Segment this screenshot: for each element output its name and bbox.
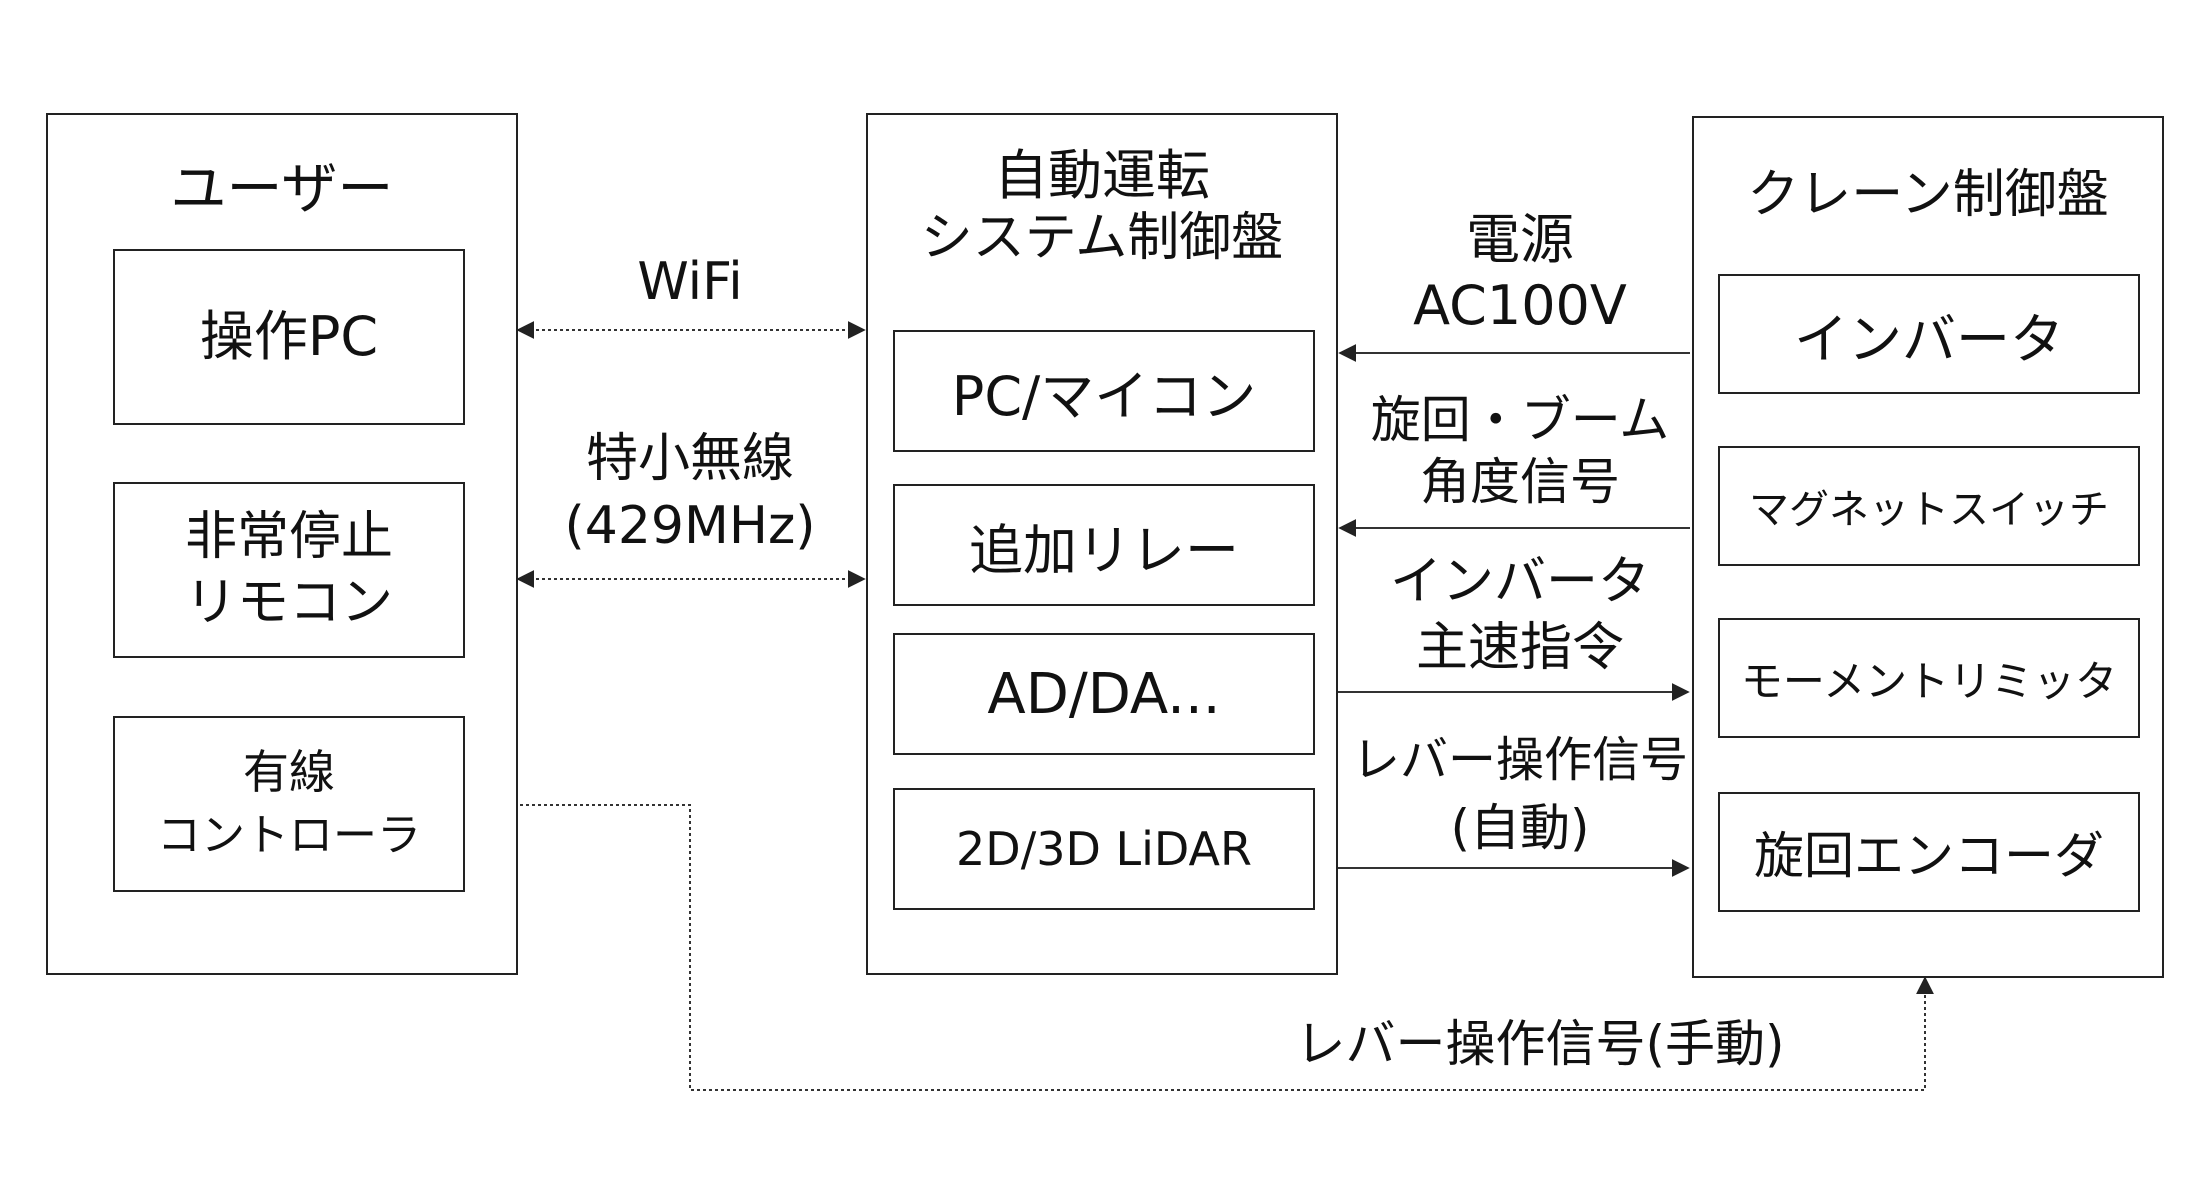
magnet-switch-box: マグネットスイッチ: [1718, 446, 2140, 566]
auto-panel-title-line2: システム制御盤: [920, 208, 1284, 268]
inverter-label: インバータ: [1794, 307, 2064, 371]
angle-signal-label-line2: 角度信号: [1420, 453, 1620, 511]
pc-microcontroller-label: PC/マイコン: [951, 364, 1257, 428]
lidar-label: 2D/3D LiDAR: [956, 822, 1252, 876]
additional-relay-box: 追加リレー: [893, 484, 1315, 606]
wifi-label: WiFi: [637, 252, 743, 312]
radio-label-line1: 特小無線: [585, 429, 794, 489]
wired-controller-label-line1: 有線: [243, 745, 335, 799]
slewing-encoder-label: 旋回エンコーダ: [1754, 827, 2104, 885]
moment-limiter-box: モーメントリミッタ: [1718, 618, 2140, 738]
wired-controller-box: 有線 コントローラ: [113, 716, 465, 892]
lever-auto-label-line1: レバー操作信号: [1351, 732, 1688, 788]
operation-pc-label: 操作PC: [199, 305, 379, 368]
moment-limiter-label: モーメントリミッタ: [1740, 656, 2118, 706]
crane-panel-title: クレーン制御盤: [1747, 165, 2109, 225]
radio-label-line2: (429MHz): [564, 496, 816, 556]
user-panel: ユーザー 操作PC 非常停止 リモコン 有線 コントローラ: [46, 113, 518, 975]
auto-control-panel: 自動運転 システム制御盤 PC/マイコン 追加リレー AD/DA... 2D/3…: [866, 113, 1338, 975]
wired-controller-label-line2: コントローラ: [157, 810, 421, 861]
speed-command-label-line2: 主速指令: [1415, 618, 1624, 678]
power-label-line1: 電源: [1466, 208, 1574, 271]
emergency-stop-label-line1: 非常停止: [184, 507, 393, 567]
lever-manual-label: レバー操作信号(手動): [1295, 1015, 1785, 1073]
speed-command-label-line1: インバータ: [1389, 552, 1650, 612]
lidar-box: 2D/3D LiDAR: [893, 788, 1315, 910]
operation-pc-box: 操作PC: [113, 249, 465, 425]
pc-microcontroller-box: PC/マイコン: [893, 330, 1315, 452]
inverter-box: インバータ: [1718, 274, 2140, 394]
ad-da-box: AD/DA...: [893, 633, 1315, 755]
emergency-stop-remote-box: 非常停止 リモコン: [113, 482, 465, 658]
auto-panel-title-line1: 自動運転: [994, 144, 1210, 207]
slewing-encoder-box: 旋回エンコーダ: [1718, 792, 2140, 912]
magnet-switch-label: マグネットスイッチ: [1749, 487, 2109, 533]
ad-da-label: AD/DA...: [987, 661, 1221, 727]
user-panel-title: ユーザー: [170, 157, 394, 222]
emergency-stop-label-line2: リモコン: [184, 573, 393, 633]
crane-control-panel: クレーン制御盤 インバータ マグネットスイッチ モーメントリミッタ 旋回エンコー…: [1692, 116, 2164, 978]
lever-auto-label-line2: (自動): [1450, 799, 1590, 857]
power-label-line2: AC100V: [1413, 274, 1627, 337]
additional-relay-label: 追加リレー: [969, 518, 1239, 582]
angle-signal-label-line1: 旋回・ブーム: [1370, 391, 1670, 449]
